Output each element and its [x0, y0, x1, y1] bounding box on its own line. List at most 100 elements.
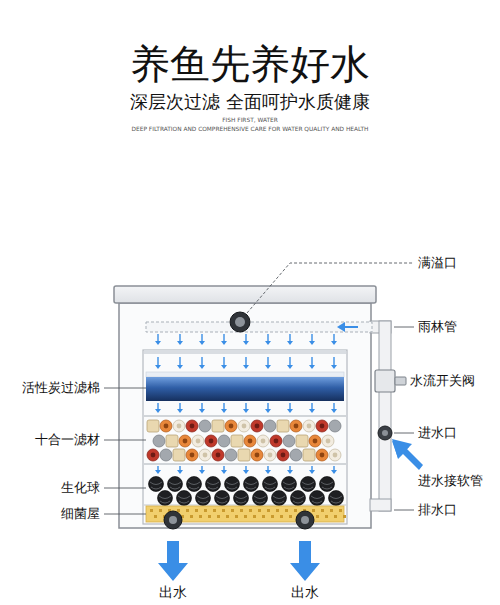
tank-body — [114, 286, 376, 528]
bio-ball — [226, 482, 238, 489]
ceramic-ring — [212, 420, 224, 432]
ceramic-ring — [248, 439, 253, 444]
bio-ball — [159, 496, 171, 503]
shelf-lines — [144, 463, 346, 465]
ceramic-ring — [173, 449, 185, 461]
flow-arrow — [223, 403, 224, 410]
bacteria-house — [199, 515, 202, 518]
flow-arrow — [287, 470, 293, 474]
flow-arrow — [287, 334, 293, 345]
flow-arrow — [309, 466, 315, 474]
bio-ball — [302, 482, 314, 489]
flow-arrow — [309, 409, 315, 413]
bio-ball — [196, 491, 211, 506]
side-pipe — [370, 321, 391, 511]
ceramic-ring — [326, 439, 331, 444]
flow-arrow — [221, 470, 227, 474]
filter-basket — [144, 350, 346, 354]
bio-ball — [187, 477, 202, 492]
flow-arrow — [177, 365, 183, 369]
bacteria-house — [217, 515, 220, 518]
bio-ball — [149, 477, 344, 506]
flow-arrow — [221, 466, 227, 474]
bio-ball — [273, 496, 285, 503]
ceramic-ring — [160, 449, 172, 461]
bio-ball — [253, 491, 268, 506]
ceramic-ring — [264, 420, 276, 432]
english-line: DEEP FILTRATION AND COMPREHENSIVE CARE F… — [0, 126, 500, 133]
bacteria-house — [195, 509, 198, 512]
ceramic-ring — [309, 435, 321, 447]
ceramic-ring — [173, 449, 185, 461]
flow-arrow — [289, 357, 290, 366]
flow-arrow — [201, 357, 202, 366]
ceramic-ring — [316, 420, 328, 432]
bio-ball — [196, 491, 211, 506]
bio-ball — [225, 477, 240, 492]
ceramic-ring — [257, 435, 269, 447]
ceramic-ring — [199, 449, 211, 461]
bacteria-house — [280, 515, 283, 518]
ceramic-ring — [166, 435, 178, 447]
flow-arrow — [199, 365, 205, 369]
side-pipe — [379, 321, 391, 511]
ceramic-ring — [283, 435, 295, 447]
bacteria-house — [222, 509, 225, 512]
bio-ball — [291, 491, 306, 506]
flow-arrow — [287, 466, 293, 474]
bio-ball — [272, 491, 287, 506]
bacteria-house — [289, 515, 292, 518]
ceramic-ring — [196, 439, 201, 444]
ceramic-media — [147, 420, 341, 461]
ceramic-ring — [303, 449, 315, 461]
flow-arrow — [155, 365, 161, 369]
ceramic-ring — [231, 435, 243, 447]
outflow-arrow — [158, 541, 320, 581]
inlet-port — [378, 426, 392, 440]
flow-arrow — [265, 470, 271, 474]
outflow-arrow — [290, 541, 320, 581]
inlet-port — [382, 430, 388, 436]
bio-ball — [216, 496, 228, 503]
leader-line — [104, 514, 146, 515]
flow-arrow — [201, 334, 202, 342]
part-label: 排水口 — [418, 502, 457, 518]
ceramic-ring — [216, 453, 221, 458]
flow-arrow — [265, 409, 271, 413]
ceramic-ring — [309, 435, 321, 447]
title: 养鱼先养好水 — [0, 40, 500, 88]
valve — [395, 377, 406, 385]
ceramic-ring — [316, 449, 328, 461]
ceramic-ring — [329, 449, 341, 461]
ceramic-ring — [153, 435, 165, 447]
flow-arrow — [155, 341, 161, 345]
bacteria-house — [253, 515, 256, 518]
ceramic-ring — [212, 449, 224, 461]
flow-arrow — [199, 357, 205, 369]
flow-arrow — [243, 365, 249, 369]
ceramic-ring — [229, 424, 234, 429]
flow-arrow — [221, 334, 227, 345]
ceramic-ring — [277, 449, 289, 461]
bio-ball — [206, 477, 221, 492]
flow-arrow — [331, 470, 337, 474]
flow-arrow — [199, 470, 205, 474]
leader-line — [104, 263, 414, 514]
bio-ball — [310, 491, 325, 506]
flow-arrow — [265, 403, 271, 413]
ceramic-ring — [186, 420, 198, 432]
ceramic-ring — [320, 453, 325, 458]
bio-ball — [149, 477, 164, 492]
bacteria-house — [208, 515, 211, 518]
layer-label: 生化球 — [61, 480, 100, 496]
ceramic-ring — [264, 449, 276, 461]
ceramic-ring — [231, 435, 243, 447]
bio-ball — [234, 491, 249, 506]
bacteria-house — [150, 509, 153, 512]
flow-arrow — [221, 357, 227, 369]
flow-arrow — [155, 357, 161, 369]
ceramic-ring — [238, 449, 250, 461]
bio-ball — [329, 491, 344, 506]
flow-arrow — [311, 403, 312, 410]
bio-ball — [177, 491, 192, 506]
